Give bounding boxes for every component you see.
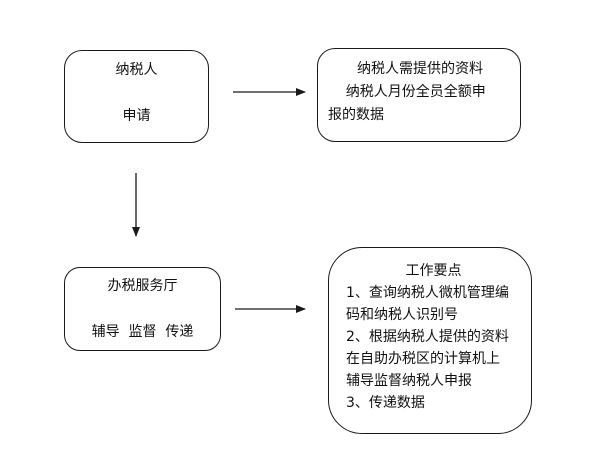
service-hall-title: 办税服务厅 (107, 278, 178, 294)
key-point-line: 码和纳税人识别号 (346, 307, 458, 323)
key-point-line: 在自助办税区的计算机上 (346, 351, 500, 367)
key-point-line: 2、根据纳税人提供的资料 (346, 329, 509, 345)
key-point-line: 3、传递数据 (346, 395, 425, 411)
materials-detail-line-1: 纳税人月份全员全额申 (328, 84, 486, 100)
key-point-line: 辅导监督纳税人申报 (346, 373, 472, 389)
service-hall-duties: 辅导 监督 传递 (91, 324, 194, 340)
required-materials-box: 纳税人需提供的资料 纳税人月份全员全额申 报的数据 (317, 48, 521, 142)
key-points-title: 工作要点 (405, 263, 462, 279)
key-point-line: 1、查询纳税人微机管理编 (346, 285, 509, 301)
key-points-box: 工作要点 1、查询纳税人微机管理编 码和纳税人识别号 2、根据纳税人提供的资料 … (328, 247, 532, 434)
taxpayer-action: 申请 (122, 108, 151, 124)
taxpayer-box: 纳税人 申请 (64, 50, 209, 143)
tax-service-hall-box: 办税服务厅 辅导 监督 传递 (64, 267, 221, 351)
taxpayer-title: 纳税人 (115, 62, 158, 78)
materials-heading: 纳税人需提供的资料 (357, 61, 483, 77)
materials-detail-line-2: 报的数据 (328, 107, 384, 123)
